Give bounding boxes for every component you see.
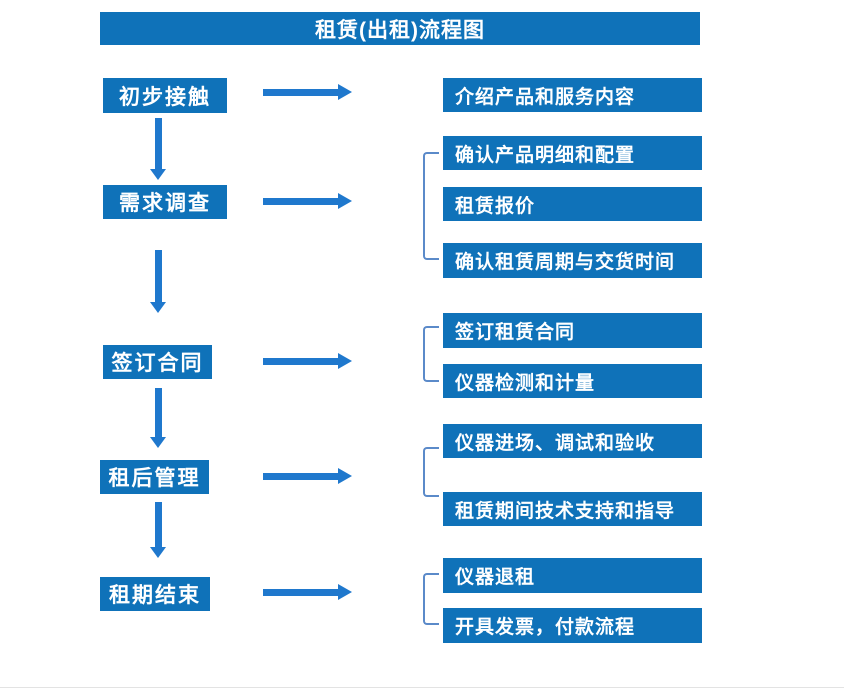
output-box-4: 确认租赁周期与交货时间: [443, 243, 702, 278]
arrow-head: [150, 302, 166, 313]
group-bracket: [423, 447, 439, 497]
output-box-9: 仪器退租: [443, 558, 702, 593]
group-bracket: [423, 326, 439, 382]
output-box-1: 介绍产品和服务内容: [443, 78, 702, 112]
arrow-head: [338, 468, 352, 484]
arrow-right-icon: [263, 84, 352, 101]
arrow-down-icon: [150, 502, 167, 558]
arrow-shaft: [155, 118, 162, 169]
arrow-head: [338, 584, 352, 600]
output-box-10: 开具发票，付款流程: [443, 608, 702, 643]
arrow-shaft: [155, 250, 162, 302]
arrow-shaft: [155, 502, 162, 547]
step-box-4: 租后管理: [100, 460, 209, 494]
arrow-down-icon: [150, 388, 167, 448]
arrow-head: [150, 547, 166, 558]
step-box-5: 租期结束: [100, 577, 210, 611]
arrow-shaft: [263, 473, 339, 480]
arrow-head: [338, 353, 352, 369]
arrow-right-icon: [263, 353, 352, 370]
arrow-head: [338, 193, 352, 209]
arrow-head: [150, 169, 166, 180]
arrow-shaft: [263, 198, 339, 205]
arrow-down-icon: [150, 250, 167, 313]
arrow-right-icon: [263, 584, 352, 601]
output-box-2: 确认产品明细和配置: [443, 136, 702, 170]
step-box-3: 签订合同: [103, 345, 212, 379]
group-bracket: [423, 152, 439, 260]
output-box-3: 租赁报价: [443, 187, 702, 221]
output-box-8: 租赁期间技术支持和指导: [443, 492, 702, 526]
arrow-right-icon: [263, 193, 352, 210]
arrow-head: [150, 437, 166, 448]
arrow-right-icon: [263, 468, 352, 485]
arrow-shaft: [263, 358, 339, 365]
output-box-6: 仪器检测和计量: [443, 364, 702, 398]
output-box-7: 仪器进场、调试和验收: [443, 424, 702, 458]
arrow-shaft: [263, 89, 339, 96]
arrow-shaft: [155, 388, 162, 437]
arrow-head: [338, 84, 352, 100]
flow-title: 租赁(出租)流程图: [100, 12, 700, 45]
output-box-5: 签订租赁合同: [443, 313, 702, 348]
step-box-1: 初步接触: [103, 78, 227, 113]
arrow-down-icon: [150, 118, 167, 180]
group-bracket: [423, 573, 439, 625]
step-box-2: 需求调查: [103, 185, 227, 219]
arrow-shaft: [263, 589, 339, 596]
